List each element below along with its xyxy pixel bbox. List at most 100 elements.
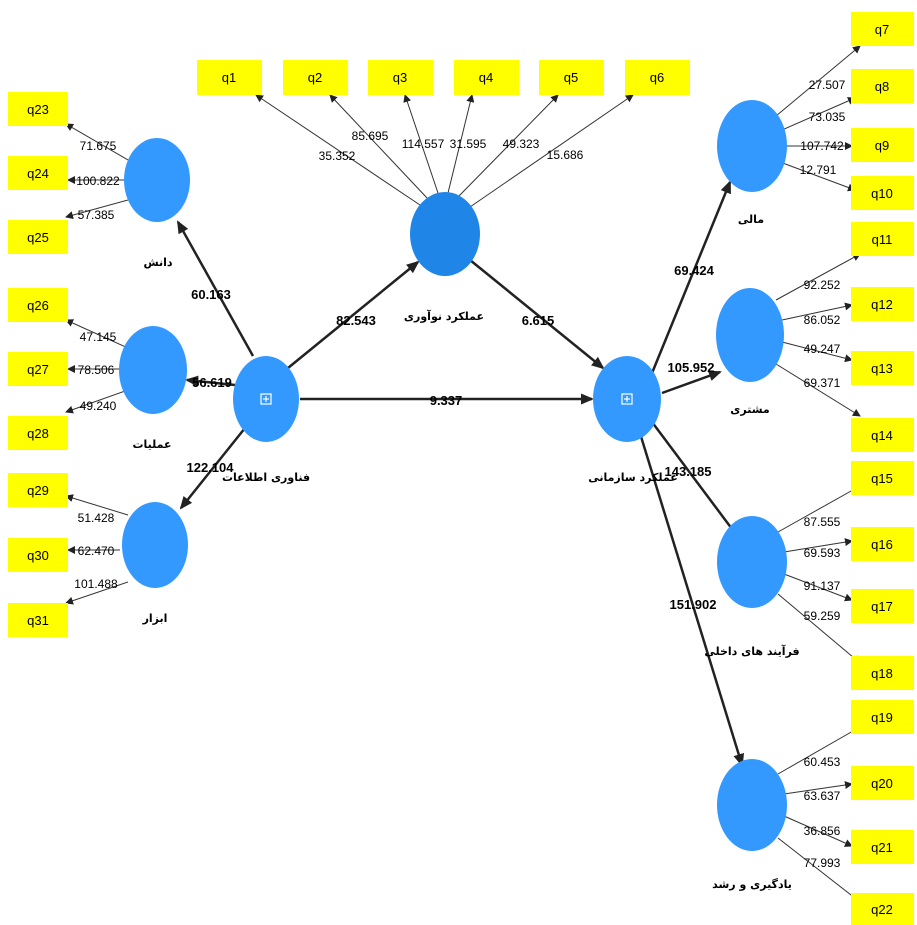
- item-q26[interactable]: q26: [8, 288, 68, 322]
- path-value-it-innovation: 82.543: [336, 313, 376, 328]
- loading-arrow-q7: [775, 45, 861, 117]
- loading-value-q2: 85.695: [352, 129, 389, 143]
- item-label: q30: [27, 548, 49, 563]
- construct-learning[interactable]: [717, 759, 787, 851]
- item-label: q16: [871, 537, 893, 552]
- loading-arrow-q8: [781, 97, 856, 131]
- item-q24[interactable]: q24: [8, 156, 68, 190]
- item-q15[interactable]: q15: [851, 461, 914, 495]
- item-label: q14: [871, 428, 893, 443]
- loading-arrow-q17: [783, 573, 853, 602]
- item-q17[interactable]: q17: [851, 589, 914, 623]
- construct-label-internal: فرآیند های داخلی: [704, 644, 799, 658]
- item-q10[interactable]: q10: [851, 176, 914, 210]
- item-label: q27: [27, 362, 49, 377]
- loading-value-q25: 57.385: [78, 208, 115, 222]
- item-q6[interactable]: q6: [625, 60, 690, 95]
- item-label: q3: [393, 70, 407, 85]
- loading-value-q14: 69.371: [804, 376, 841, 390]
- item-q11[interactable]: q11: [851, 222, 914, 256]
- item-q1[interactable]: q1: [197, 60, 262, 95]
- loading-value-q10: 12.791: [800, 163, 837, 177]
- loading-value-q26: 47.145: [80, 330, 117, 344]
- item-q20[interactable]: q20: [851, 766, 914, 800]
- path-value-it-org: 9.337: [430, 393, 463, 408]
- item-q28[interactable]: q28: [8, 416, 68, 450]
- loading-value-q28: 49.240: [80, 399, 117, 413]
- item-q27[interactable]: q27: [8, 352, 68, 386]
- item-q16[interactable]: q16: [851, 527, 914, 561]
- item-label: q12: [871, 297, 893, 312]
- item-q3[interactable]: q3: [368, 60, 433, 95]
- item-q21[interactable]: q21: [851, 830, 914, 864]
- item-q13[interactable]: q13: [851, 351, 914, 385]
- item-q23[interactable]: q23: [8, 92, 68, 126]
- construct-knowledge[interactable]: [124, 138, 190, 222]
- item-q22[interactable]: q22: [851, 893, 914, 925]
- loading-arrow-q26: [65, 319, 129, 349]
- loading-value-q23: 71.675: [80, 139, 117, 153]
- loading-value-q9: 107.742: [800, 139, 844, 153]
- item-q5[interactable]: q5: [539, 60, 604, 95]
- item-label: q8: [875, 79, 889, 94]
- loading-arrow-q28: [65, 389, 129, 414]
- path-it-knowledge: [176, 220, 255, 357]
- loading-value-q24: 100.822: [76, 174, 120, 188]
- item-q9[interactable]: q9: [851, 128, 914, 162]
- item-label: q4: [479, 70, 493, 85]
- loading-arrow-q31: [65, 581, 129, 605]
- loading-arrow-q29: [65, 494, 129, 516]
- item-label: q13: [871, 361, 893, 376]
- path-org-learning: [637, 429, 745, 767]
- item-label: q2: [308, 70, 322, 85]
- item-label: q1: [222, 70, 236, 85]
- loading-value-q15: 87.555: [804, 515, 841, 529]
- item-label: q29: [27, 483, 49, 498]
- construct-tools[interactable]: [122, 502, 188, 588]
- path-innovation-org: [469, 259, 605, 370]
- item-label: q23: [27, 102, 49, 117]
- item-label: q9: [875, 138, 889, 153]
- path-org-internal: [650, 421, 740, 539]
- item-q30[interactable]: q30: [8, 538, 68, 572]
- item-q19[interactable]: q19: [851, 700, 914, 734]
- expand-icon[interactable]: [621, 393, 633, 405]
- construct-financial[interactable]: [717, 100, 787, 192]
- construct-innovation[interactable]: [410, 192, 480, 276]
- item-label: q11: [872, 232, 893, 247]
- item-q12[interactable]: q12: [851, 287, 914, 321]
- path-org-financial: [648, 180, 732, 379]
- construct-operations[interactable]: [119, 326, 187, 414]
- item-label: q17: [871, 599, 893, 614]
- item-label: q22: [871, 902, 893, 917]
- loading-arrow-q2: [329, 94, 429, 200]
- loading-arrow-q13: [781, 341, 853, 363]
- expand-icon[interactable]: [260, 393, 272, 405]
- path-it-innovation: [287, 260, 420, 369]
- loading-arrow-q22: [777, 837, 861, 903]
- loading-value-q12: 86.052: [804, 313, 841, 327]
- path-org-customer: [661, 370, 722, 395]
- construct-customer[interactable]: [716, 288, 784, 382]
- item-q8[interactable]: q8: [851, 69, 914, 103]
- item-q29[interactable]: q29: [8, 473, 68, 507]
- loading-arrow-q25: [65, 199, 129, 220]
- item-label: q10: [871, 186, 893, 201]
- loading-value-q19: 60.453: [804, 755, 841, 769]
- item-q18[interactable]: q18: [851, 656, 914, 690]
- item-q14[interactable]: q14: [851, 418, 914, 452]
- loading-value-q17: 91.137: [804, 579, 841, 593]
- item-q7[interactable]: q7: [851, 12, 914, 46]
- item-label: q19: [871, 710, 893, 725]
- item-label: q20: [871, 776, 893, 791]
- item-q31[interactable]: q31: [8, 603, 68, 637]
- path-value-org-internal: 143.185: [665, 464, 712, 479]
- loading-arrow-q3: [403, 94, 439, 194]
- construct-label-innovation: عملکرد نوآوری: [404, 309, 484, 323]
- path-it-tools: [179, 427, 246, 510]
- item-label: q31: [27, 613, 49, 628]
- construct-internal[interactable]: [717, 516, 787, 608]
- item-q2[interactable]: q2: [283, 60, 348, 95]
- item-q25[interactable]: q25: [8, 220, 68, 254]
- item-q4[interactable]: q4: [454, 60, 519, 95]
